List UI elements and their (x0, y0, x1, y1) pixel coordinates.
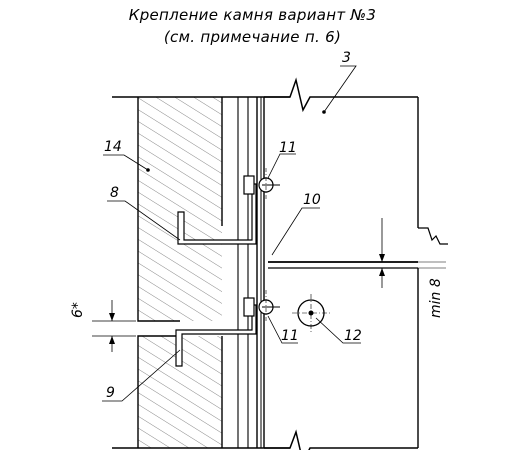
label-bolt-lower: 11 (281, 328, 299, 344)
bracket-lower (175, 304, 257, 367)
vertical-profile (256, 97, 265, 448)
drawing-title-line1: Крепление камня вариант №3 (128, 6, 377, 24)
label-anchor: 12 (344, 328, 362, 344)
stone-panel-upper (137, 97, 223, 322)
label-bracket-upper: 8 (110, 185, 119, 201)
bolt-lower (243, 290, 280, 322)
dimension-joint-gap (92, 300, 136, 352)
wall-body (264, 77, 448, 450)
label-stone: 14 (104, 139, 122, 155)
label-profile: 10 (303, 192, 321, 208)
bolt-upper (243, 168, 280, 200)
dimension-min-gap (270, 218, 446, 288)
label-joint-gap: 6* (70, 302, 86, 318)
label-min-gap: min 8 (428, 278, 444, 318)
label-bracket-lower: 9 (106, 385, 115, 401)
label-wall: 3 (342, 50, 351, 66)
leader-lines (102, 65, 361, 402)
label-bolt-upper: 11 (279, 140, 297, 156)
anchor-symbol (292, 294, 330, 332)
drawing-title-line2: (см. примечание п. 6) (163, 28, 342, 46)
